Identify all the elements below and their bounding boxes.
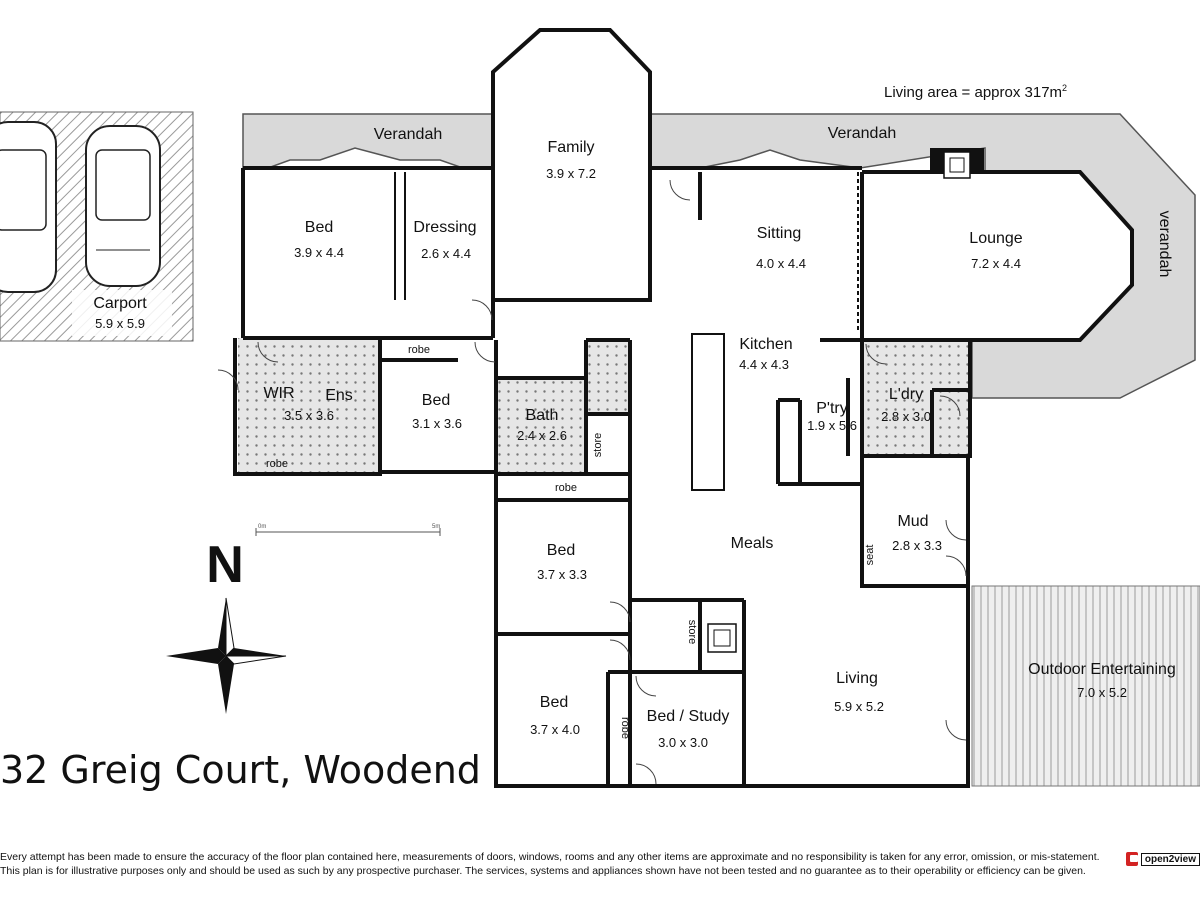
room-name-store1: store <box>592 433 604 457</box>
door-swings <box>217 179 967 785</box>
compass-north-label: N <box>206 536 244 594</box>
room-dim-sitting: 4.0 x 4.4 <box>756 256 806 271</box>
verandah: Verandah Verandah verandah <box>242 113 1196 399</box>
room-name-verandah-east: Verandah <box>828 125 897 142</box>
scale-start: 0m <box>258 524 266 530</box>
room-name-sitting: Sitting <box>757 225 801 242</box>
car-icon <box>0 121 161 293</box>
room-name-mud: Mud <box>897 513 928 530</box>
room-name-bed1: Bed <box>305 219 333 236</box>
room-dim-kitchen: 4.4 x 4.3 <box>739 357 789 372</box>
room-dim-mud: 2.8 x 3.3 <box>892 538 942 553</box>
fireplace-icon <box>707 148 984 653</box>
room-dim-family: 3.9 x 7.2 <box>546 166 596 181</box>
room-name-laundry: L'dry <box>889 386 923 403</box>
room-name-verandah-curve: verandah <box>1156 211 1173 278</box>
room-name-verandah-west: Verandah <box>374 126 443 143</box>
room-name-bath: Bath <box>526 407 559 424</box>
compass-icon: N <box>166 536 287 714</box>
house-icon <box>1126 852 1138 866</box>
room-dim-laundry: 2.8 x 3.0 <box>881 409 931 424</box>
room-name-dressing: Dressing <box>413 219 476 236</box>
room-name-store2: store <box>686 620 698 644</box>
carport: Carport 5.9 x 5.9 <box>0 111 194 342</box>
room-name-bed4: Bed <box>540 694 568 711</box>
disclaimer-line-2: This plan is for illustrative purposes o… <box>0 865 1086 877</box>
room-name-meals: Meals <box>731 535 774 552</box>
room-name-robe3: robe <box>555 482 577 494</box>
room-dim-ens: 3.5 x 3.6 <box>284 408 334 423</box>
room-name-kitchen: Kitchen <box>739 336 792 353</box>
room-name-carport: Carport <box>93 295 147 312</box>
room-name-outdoor: Outdoor Entertaining <box>1028 661 1176 678</box>
room-name-robe1: robe <box>408 344 430 356</box>
open2view-logo: open2view <box>1126 851 1200 867</box>
room-dim-study: 3.0 x 3.0 <box>658 735 708 750</box>
exterior-walls <box>233 166 1134 788</box>
room-name-pantry: P'try <box>816 400 848 417</box>
room-name-robe2: robe <box>266 458 288 470</box>
living-area-unit: 2 <box>1062 83 1068 93</box>
scale-end: 5m <box>432 524 440 530</box>
outdoor-entertaining: Outdoor Entertaining 7.0 x 5.2 <box>971 585 1200 787</box>
room-name-bed3: Bed <box>547 542 575 559</box>
room-dim-lounge: 7.2 x 4.4 <box>971 256 1021 271</box>
room-name-family: Family <box>547 139 594 156</box>
room-name-study: Bed / Study <box>647 708 730 725</box>
room-dim-bed4: 3.7 x 4.0 <box>530 722 580 737</box>
room-dim-dressing: 2.6 x 4.4 <box>421 246 471 261</box>
room-name-seat: seat <box>864 545 876 566</box>
wet-areas <box>238 338 970 474</box>
room-name-wir: WIR <box>263 385 294 402</box>
room-dim-pantry: 1.9 x 5.6 <box>807 418 857 433</box>
room-name-ens: Ens <box>325 387 353 404</box>
room-dim-bed1: 3.9 x 4.4 <box>294 245 344 260</box>
room-name-living: Living <box>836 670 878 687</box>
scale-bar: 0m 5m <box>255 524 441 536</box>
disclaimer-line-1: Every attempt has been made to ensure th… <box>0 851 1100 863</box>
room-dim-living: 5.9 x 5.2 <box>834 699 884 714</box>
family-bay-wall <box>491 28 652 302</box>
room-dim-carport: 5.9 x 5.9 <box>95 316 145 331</box>
interior-walls <box>243 168 970 786</box>
room-dim-bed2: 3.1 x 3.6 <box>412 416 462 431</box>
room-name-bed2: Bed <box>422 392 450 409</box>
room-name-lounge: Lounge <box>969 230 1022 247</box>
room-dim-bed3: 3.7 x 3.3 <box>537 567 587 582</box>
living-area-note: Living area = approx 317m2 <box>884 83 1067 101</box>
living-area-text: Living area = approx 317m <box>884 84 1063 101</box>
logo-text: open2view <box>1140 852 1200 866</box>
room-dim-outdoor: 7.0 x 5.2 <box>1077 685 1127 700</box>
room-dim-bath: 2.4 x 2.6 <box>517 428 567 443</box>
property-address: 32 Greig Court, Woodend <box>0 748 481 792</box>
room-labels: Family 3.9 x 7.2 Bed 3.9 x 4.4 Dressing … <box>263 139 1022 750</box>
disclaimer: Every attempt has been made to ensure th… <box>0 850 1115 878</box>
room-name-robe4: robe <box>619 717 631 739</box>
